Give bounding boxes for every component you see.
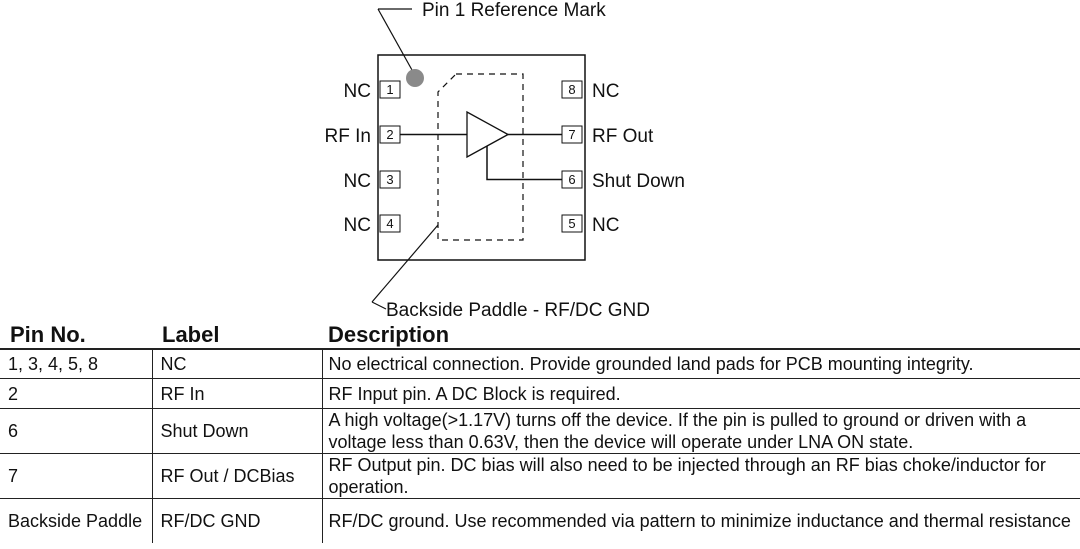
cell-description: No electrical connection. Provide ground…: [321, 349, 1080, 379]
pin1-reference-dot: [406, 69, 424, 87]
table-row: Backside Paddle RF/DC GND RF/DC ground. …: [0, 498, 1080, 543]
cell-label: Shut Down: [151, 408, 322, 454]
pin-5-label: NC: [592, 215, 619, 236]
pin-1-box: [379, 80, 401, 99]
table-header-row: Pin No. Label Description: [0, 318, 1080, 350]
pin-4-box: [379, 214, 401, 233]
package-outline: [377, 54, 586, 261]
pin-3-label: NC: [344, 171, 371, 192]
cell-label: RF Out / DCBias: [151, 453, 322, 499]
pin-7-label: RF Out: [592, 126, 654, 147]
pin-5-number: 5: [568, 216, 575, 231]
table-row: 6 Shut Down A high voltage(>1.17V) turns…: [0, 408, 1080, 454]
pin-6-label: Shut Down: [592, 171, 685, 192]
shutdown-trace: [486, 146, 562, 181]
table-row: 2 RF In RF Input pin. A DC Block is requ…: [0, 378, 1080, 409]
backside-paddle-label: Backside Paddle - RF/DC GND: [386, 300, 650, 318]
pin-description-table: Pin No. Label Description 1, 3, 4, 5, 8 …: [0, 318, 1080, 543]
pin-1-number: 1: [386, 82, 393, 97]
pin1-reference-leader: [377, 8, 413, 71]
backside-paddle-leader-horizontal: [371, 301, 387, 310]
cell-pin-no: 1, 3, 4, 5, 8: [0, 349, 152, 379]
pin-6-number: 6: [568, 172, 575, 187]
cell-pin-no: Backside Paddle: [8, 511, 143, 531]
header-pin-no: Pin No.: [0, 318, 152, 350]
pin-8-label: NC: [592, 81, 619, 102]
cell-description: RF Input pin. A DC Block is required.: [321, 378, 1080, 409]
pin-8-number: 8: [568, 82, 575, 97]
cell-label: RF/DC GND: [151, 498, 322, 543]
header-description: Description: [322, 318, 1080, 350]
pinout-diagram: Pin 1 Reference Mark NC 1 RF In 2 NC 3 N…: [325, 0, 685, 318]
amplifier-symbol: [466, 110, 510, 159]
pin-4-label: NC: [344, 215, 371, 236]
pin-4-number: 4: [386, 216, 393, 231]
cell-label: RF In: [151, 378, 322, 409]
pin-3-number: 3: [386, 172, 393, 187]
header-label: Label: [152, 318, 322, 350]
cell-pin-no: 7: [0, 453, 152, 499]
pin-2-number: 2: [386, 127, 393, 142]
cell-label: NC: [151, 349, 322, 379]
pin-1-label: NC: [344, 81, 371, 102]
cell-pin-no: 2: [0, 378, 152, 409]
table-row: 1, 3, 4, 5, 8 NC No electrical connectio…: [0, 349, 1080, 379]
pin-7-number: 7: [568, 127, 575, 142]
pin-2-label: RF In: [325, 126, 371, 147]
pin-5-box: [561, 214, 583, 233]
cell-description: A high voltage(>1.17V) turns off the dev…: [321, 408, 1080, 454]
backside-paddle-leader: [371, 224, 439, 303]
cell-description: RF/DC ground. Use recommended via patter…: [321, 498, 1080, 543]
table-row: 7 RF Out / DCBias RF Output pin. DC bias…: [0, 453, 1080, 499]
cell-description: RF Output pin. DC bias will also need to…: [321, 453, 1080, 499]
pin1-reference-label: Pin 1 Reference Mark: [422, 0, 606, 21]
pin-3-box: [379, 170, 401, 189]
pin-8-box: [561, 80, 583, 99]
backside-paddle-outline: [437, 73, 524, 241]
cell-pin-no: 6: [0, 408, 152, 454]
